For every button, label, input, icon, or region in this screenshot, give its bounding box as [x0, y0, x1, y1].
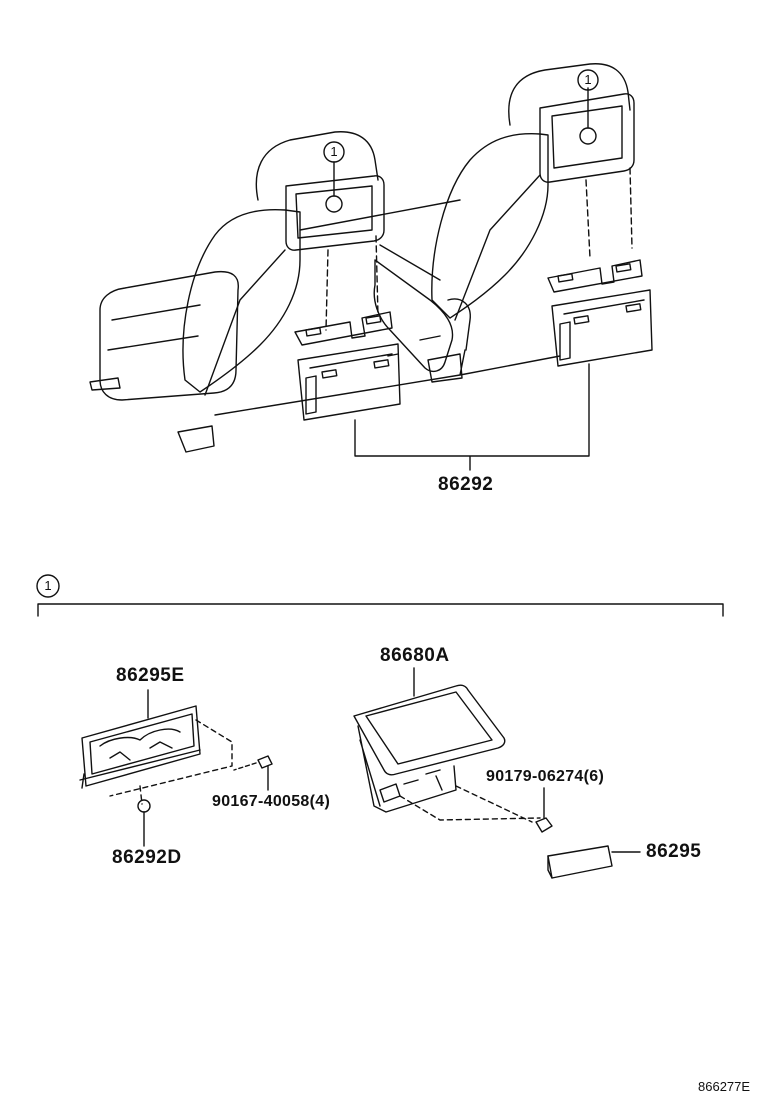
- headrest-monitor-right: [540, 70, 634, 258]
- part-86295E-dash: [110, 720, 232, 804]
- monitor-housing: [358, 726, 456, 812]
- part-cover-86295: [548, 846, 640, 878]
- circle-marker-left: [324, 142, 344, 162]
- seat-back-right-side: [455, 175, 540, 320]
- seat-foot-left: [90, 378, 214, 452]
- callout-86295E: 86295E: [116, 665, 185, 686]
- part-86295E-base: [80, 750, 200, 788]
- bracket-left-slot-4: [374, 360, 389, 368]
- seat-cushion-left: [100, 272, 238, 400]
- part-86295E-inner: [90, 714, 194, 774]
- part-cap-86292D: [138, 800, 150, 846]
- seat-back-left: [183, 210, 300, 392]
- dash-right-1: [586, 180, 590, 258]
- monitor-right-screen: [552, 106, 622, 168]
- bracket-right-body: [552, 290, 652, 366]
- cover-body: [548, 846, 612, 878]
- part-monitor-86680A: [354, 668, 540, 822]
- bracket-left-slot-1: [306, 328, 321, 336]
- exploded-bracket-line: [38, 604, 723, 616]
- monitor-screen: [366, 692, 492, 764]
- figure-id: 866277E: [698, 1079, 751, 1094]
- circle-marker-label-exploded: 1: [44, 578, 52, 593]
- monitor-dash: [400, 786, 540, 822]
- part-86295E-outline: [82, 706, 200, 786]
- bracket-left-slot-3: [322, 370, 337, 378]
- dash-left-1: [326, 250, 328, 330]
- callout-86292D: 86292D: [112, 847, 182, 868]
- bracket-right-slot-3: [574, 316, 589, 324]
- mount-bracket-left: [295, 312, 400, 420]
- monitor-left-spot: [326, 196, 342, 212]
- dash-right-2: [630, 168, 632, 248]
- nut-body: [536, 818, 552, 832]
- cover-edge: [548, 856, 552, 878]
- bracket-left-top: [295, 312, 392, 345]
- mount-bracket-right: [548, 260, 652, 366]
- callout-86680A: 86680A: [380, 645, 450, 666]
- callout-90179-06274: 90179-06274(6): [486, 768, 605, 785]
- callout-90167-40058: 90167-40058(4): [212, 793, 331, 810]
- monitor-right-outer: [540, 94, 634, 182]
- part-bracket-86295E: [80, 690, 232, 804]
- exploded-circle-marker: [37, 575, 59, 597]
- monitor-left-screen: [296, 186, 372, 238]
- circle-marker-right: [578, 70, 598, 90]
- callout-86292: 86292: [438, 474, 494, 495]
- monitor-frame: [354, 685, 505, 775]
- bracket-left-inner: [306, 354, 398, 414]
- circle-marker-label-left: 1: [330, 144, 338, 159]
- center-armrest: [374, 260, 452, 371]
- screw-head: [258, 756, 272, 768]
- callout-86295: 86295: [646, 841, 702, 862]
- callout-line-86292: [355, 364, 589, 470]
- cap-head: [138, 800, 150, 812]
- seat-back-left-side: [205, 250, 285, 395]
- bracket-right-slot-1: [558, 274, 573, 282]
- part-nut-90179: [536, 788, 552, 832]
- bracket-left-slot-2: [366, 316, 381, 324]
- seat-back-right: [432, 134, 548, 318]
- seat-right-lower: [448, 299, 470, 350]
- monitor-right-spot: [580, 128, 596, 144]
- bracket-right-slot-4: [626, 304, 641, 312]
- headrest-monitor-left: [286, 142, 384, 330]
- rear-seats-illustration: [90, 64, 630, 452]
- bracket-right-inner: [560, 300, 644, 360]
- bracket-right-slot-2: [616, 264, 631, 272]
- circle-marker-label-right: 1: [584, 72, 592, 87]
- seat-long-back: [300, 200, 460, 280]
- monitor-left-outer: [286, 176, 384, 250]
- part-screw-90167: [234, 756, 272, 790]
- headrest-right: [509, 64, 630, 125]
- dash-left-2: [376, 236, 378, 316]
- bracket-left-body: [298, 344, 400, 420]
- screw-shank: [234, 763, 256, 770]
- headrest-left: [256, 132, 378, 200]
- part-86295E-detail: [100, 729, 180, 760]
- bracket-right-top: [548, 260, 642, 292]
- seat-foot-right: [420, 336, 462, 382]
